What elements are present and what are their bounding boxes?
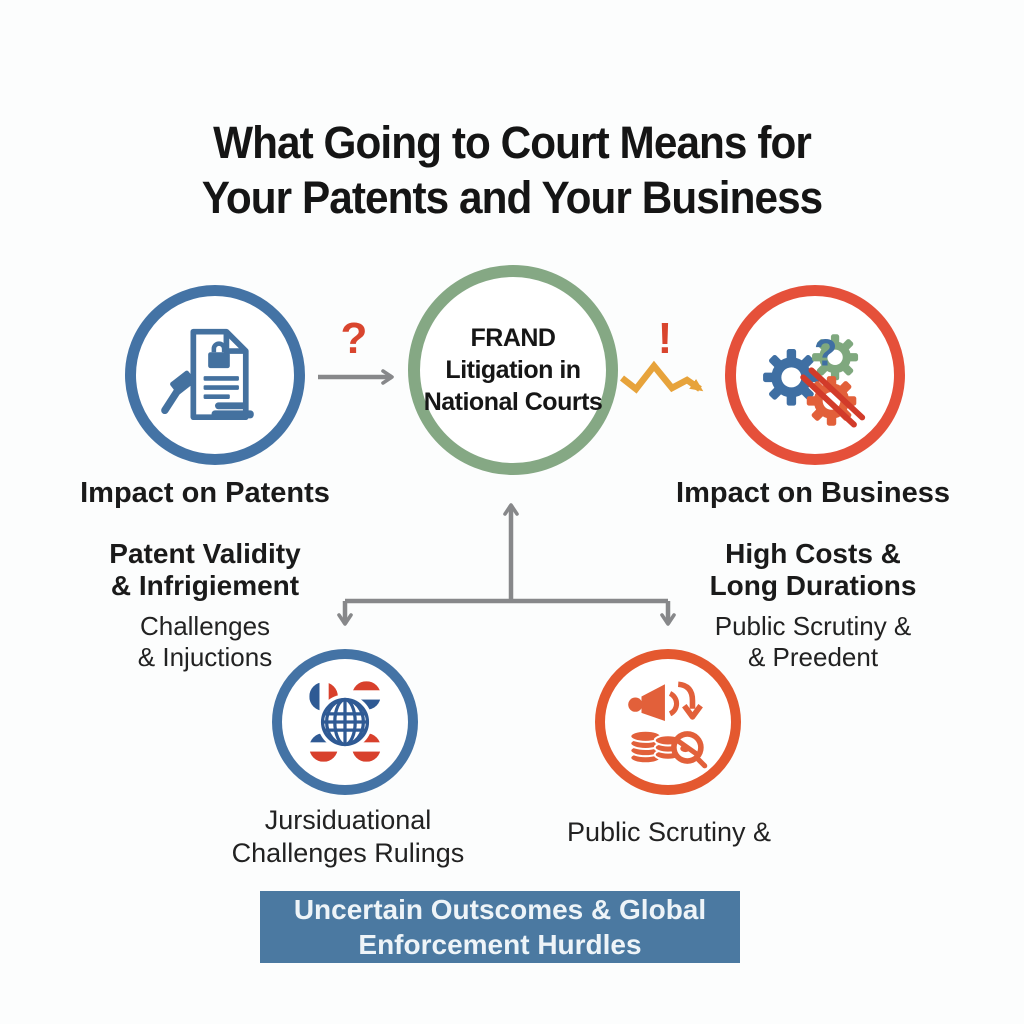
business-detail-line1: Public Scrutiny & xyxy=(714,611,912,642)
public-scrutiny-node xyxy=(595,649,741,795)
frand-litigation-node: FRAND Litigation in National Courts xyxy=(408,265,618,475)
patents-detail-line1: Challenges xyxy=(139,611,271,642)
business-detail-line2: & Preedent xyxy=(747,642,879,673)
impact-on-business-node: ? xyxy=(725,285,905,465)
impact-on-patents-node xyxy=(125,285,305,465)
exclamation-mark-annotation: ! xyxy=(657,314,673,363)
zigzag-arrow-center-to-right xyxy=(619,360,704,394)
business-subheading-line2: Long Durations xyxy=(709,569,917,601)
gears-uncertainty-icon: ? xyxy=(763,332,866,428)
impact-on-business-heading: Impact on Business xyxy=(676,477,950,509)
public-scrutiny-label: Public Scrutiny & xyxy=(509,816,829,848)
frand-litigation-label: FRAND Litigation in National Courts xyxy=(420,322,606,418)
center-label-line2: Litigation in xyxy=(445,356,581,384)
jurisdictional-label-line1: Jursiduational xyxy=(264,805,432,835)
banner-line1: Uncertain Outscomes & Global xyxy=(293,893,707,925)
question-mark-annotation: ? xyxy=(340,314,368,363)
jurisdictional-challenges-label: Jursiduational Challenges Rulings xyxy=(188,804,508,870)
globe-flags-icon xyxy=(309,681,381,762)
page-title-line2: Your Patents and Your Business xyxy=(201,171,824,223)
page-title-line1: What Going to Court Means for xyxy=(213,117,812,168)
public-scrutiny-label-line1: Public Scrutiny & xyxy=(566,817,772,847)
gear-question-mark: ? xyxy=(814,332,837,374)
center-label-line3: National Courts xyxy=(423,388,603,416)
business-subheading: High Costs & Long Durations xyxy=(648,538,978,601)
center-label-line1: FRAND xyxy=(470,324,557,352)
impact-on-patents-heading: Impact on Patents xyxy=(80,477,330,509)
patents-subheading-line1: Patent Validity xyxy=(109,537,301,569)
right-branch-text: Impact on Business High Costs & Long Dur… xyxy=(648,477,978,674)
conclusion-banner: Uncertain Outscomes & Global Enforcement… xyxy=(260,891,740,963)
patents-subheading-line2: & Infrigiement xyxy=(110,569,300,601)
jurisdictional-challenges-node xyxy=(272,649,418,795)
patents-subheading: Patent Validity & Infrigiement xyxy=(40,538,370,601)
jurisdictional-label-line2: Challenges Rulings xyxy=(231,837,465,868)
page-title: What Going to Court Means for Your Paten… xyxy=(31,116,994,226)
banner-line2: Enforcement Hurdles xyxy=(358,929,642,960)
business-subheading-line1: High Costs & xyxy=(725,537,901,569)
left-branch-text: Impact on Patents Patent Validity & Infr… xyxy=(40,477,370,674)
patents-detail-line2: & Injuctions xyxy=(137,642,273,673)
patents-detail: Challenges & Injuctions xyxy=(40,611,370,673)
business-detail: Public Scrutiny & & Preedent xyxy=(648,611,978,673)
money-megaphone-icon xyxy=(628,681,708,769)
patent-document-gavel-icon xyxy=(161,328,254,421)
